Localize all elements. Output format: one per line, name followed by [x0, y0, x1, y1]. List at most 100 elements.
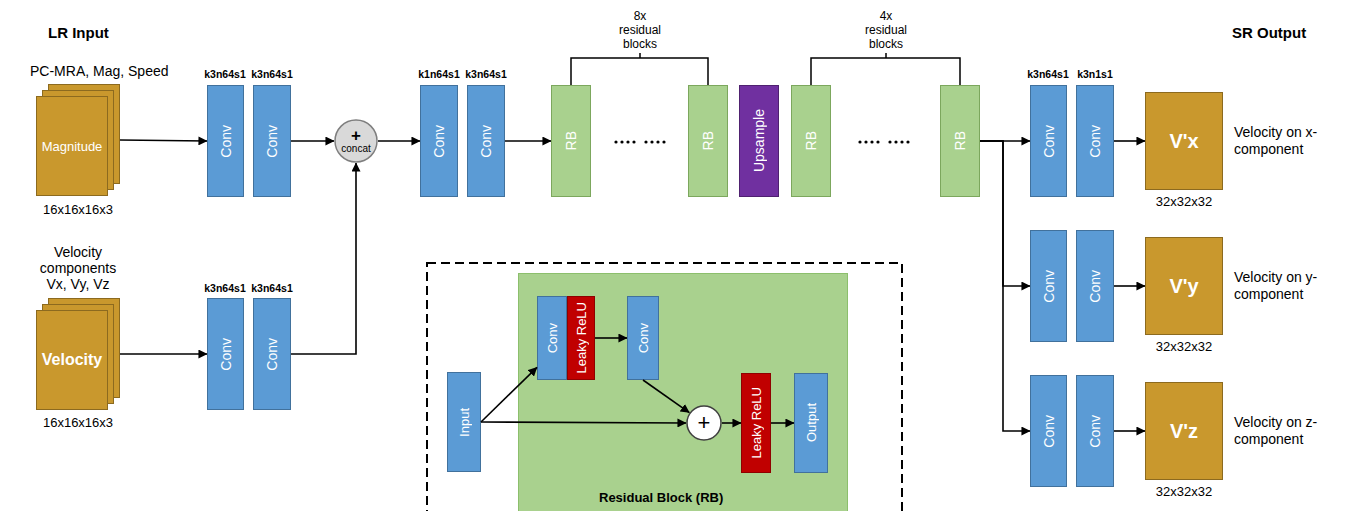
section-title: SR Output	[1232, 24, 1306, 41]
flow-arrow	[1114, 140, 1145, 142]
flow-arrow	[1114, 430, 1145, 432]
layer-label: Conv	[1088, 125, 1102, 158]
dot	[864, 140, 867, 143]
input-heading: Velocity components Vx, Vy, Vz	[28, 244, 128, 292]
layer-label: Conv	[546, 323, 559, 353]
volume-slice	[37, 311, 108, 410]
output-symbol: V'y	[1169, 275, 1198, 298]
layer-spec: k3n64s1	[204, 68, 245, 80]
output-description: Velocity on z-component	[1234, 414, 1352, 448]
tensor-box: Input	[447, 372, 481, 472]
layer-spec: k3n64s1	[251, 68, 292, 80]
conv-layer: Conv	[207, 298, 244, 410]
layer-label: Conv	[1042, 415, 1056, 448]
tensor-box: Output	[794, 373, 828, 473]
input-heading: PC-MRA, Mag, Speed	[30, 63, 169, 79]
dot	[900, 140, 903, 143]
dot	[894, 140, 897, 143]
output-volume: V'xVelocity on x-component	[1145, 92, 1223, 190]
flow-arrow	[505, 140, 551, 142]
flow-arrow	[120, 140, 207, 141]
layer-label: RB	[804, 131, 818, 150]
volume-label: Magnitude	[36, 96, 108, 196]
dot	[650, 140, 653, 143]
tensor-size: 32x32x32	[1156, 194, 1212, 209]
conv-layer: Conv	[1030, 230, 1067, 342]
layer-label: Input	[458, 408, 471, 437]
flow-arrow	[980, 141, 1030, 431]
volume-label: Velocity	[36, 310, 108, 410]
dot	[870, 140, 873, 143]
layer-spec: k3n64s1	[465, 68, 506, 80]
conv-layer: Conv	[207, 85, 244, 197]
repeat-bracket	[571, 53, 708, 85]
leaky-relu: Leaky ReLU	[567, 296, 595, 380]
circle-outline	[687, 406, 721, 440]
tensor-size: 32x32x32	[1156, 484, 1212, 499]
layer-label: Conv	[1088, 415, 1102, 448]
flow-arrow	[291, 163, 356, 354]
flow-arrow	[378, 140, 420, 142]
repeat-bracket	[811, 53, 960, 85]
conv-layer: Conv	[537, 296, 567, 380]
layer-label: Output	[805, 403, 818, 442]
layer-label: Conv	[219, 338, 233, 371]
layer-spec: k3n64s1	[1027, 68, 1068, 80]
layer-label: RB	[564, 131, 578, 150]
layer-label: Leaky ReLU	[575, 302, 588, 374]
output-description: Velocity on y-component	[1234, 269, 1352, 303]
conv-layer: Conv	[253, 85, 291, 197]
layer-label: Conv	[1088, 270, 1102, 303]
dot	[632, 140, 635, 143]
layer-spec: k1n64s1	[418, 68, 459, 80]
output-symbol: V'x	[1169, 130, 1198, 153]
residual-block: RB	[688, 85, 728, 197]
block-title: Residual Block (RB)	[599, 490, 723, 505]
conv-layer: Conv	[467, 85, 505, 197]
repeat-note: 8x residual blocks	[612, 9, 668, 51]
dot	[906, 140, 909, 143]
residual-block: RB	[940, 85, 980, 197]
dot	[614, 140, 617, 143]
output-volume: V'zVelocity on z-component	[1145, 382, 1223, 480]
tensor-size: 32x32x32	[1156, 339, 1212, 354]
flow-arrow	[980, 140, 1030, 142]
input-volume-stack: Velocity components Vx, Vy, VzVelocity	[36, 298, 120, 410]
tensor-size: 16x16x16x3	[43, 202, 113, 217]
flow-arrow	[120, 353, 207, 355]
concat-text: +concat	[341, 128, 370, 154]
conv-layer: Conv	[1030, 375, 1067, 487]
plus-sign: +	[698, 412, 711, 434]
output-symbol: V'z	[1170, 420, 1198, 443]
dot	[662, 140, 665, 143]
layer-spec: k3n64s1	[204, 282, 245, 294]
layer-label: RB	[953, 131, 967, 150]
repeat-note: 4x residual blocks	[858, 9, 914, 51]
section-title: LR Input	[48, 24, 109, 41]
residual-block: RB	[551, 85, 591, 197]
flow-arrow	[980, 141, 1030, 286]
layer-label: Conv	[265, 125, 279, 158]
dot	[876, 140, 879, 143]
flow-arrow	[1114, 285, 1145, 287]
layer-label: Leaky ReLU	[750, 387, 763, 459]
dot	[656, 140, 659, 143]
layer-label: Conv	[479, 125, 493, 158]
flow-arrow	[291, 140, 334, 142]
conv-layer: Conv	[1076, 85, 1114, 197]
ellipsis-dots	[614, 140, 665, 143]
layer-label: RB	[701, 131, 715, 150]
layer-label: Upsample	[752, 109, 766, 172]
output-description: Velocity on x-component	[1234, 124, 1352, 158]
dot	[858, 140, 861, 143]
residual-block-detail: Residual Block (RB)ConvLeaky ReLUConv+Le…	[518, 273, 848, 511]
layer-label: Conv	[637, 323, 650, 353]
conv-layer: Conv	[1030, 85, 1067, 197]
dashed-detail-frame	[427, 263, 902, 511]
dot	[644, 140, 647, 143]
layer-label: Conv	[1042, 125, 1056, 158]
dot	[626, 140, 629, 143]
conv-layer: Conv	[627, 296, 659, 380]
output-volume: V'yVelocity on y-component	[1145, 237, 1223, 335]
